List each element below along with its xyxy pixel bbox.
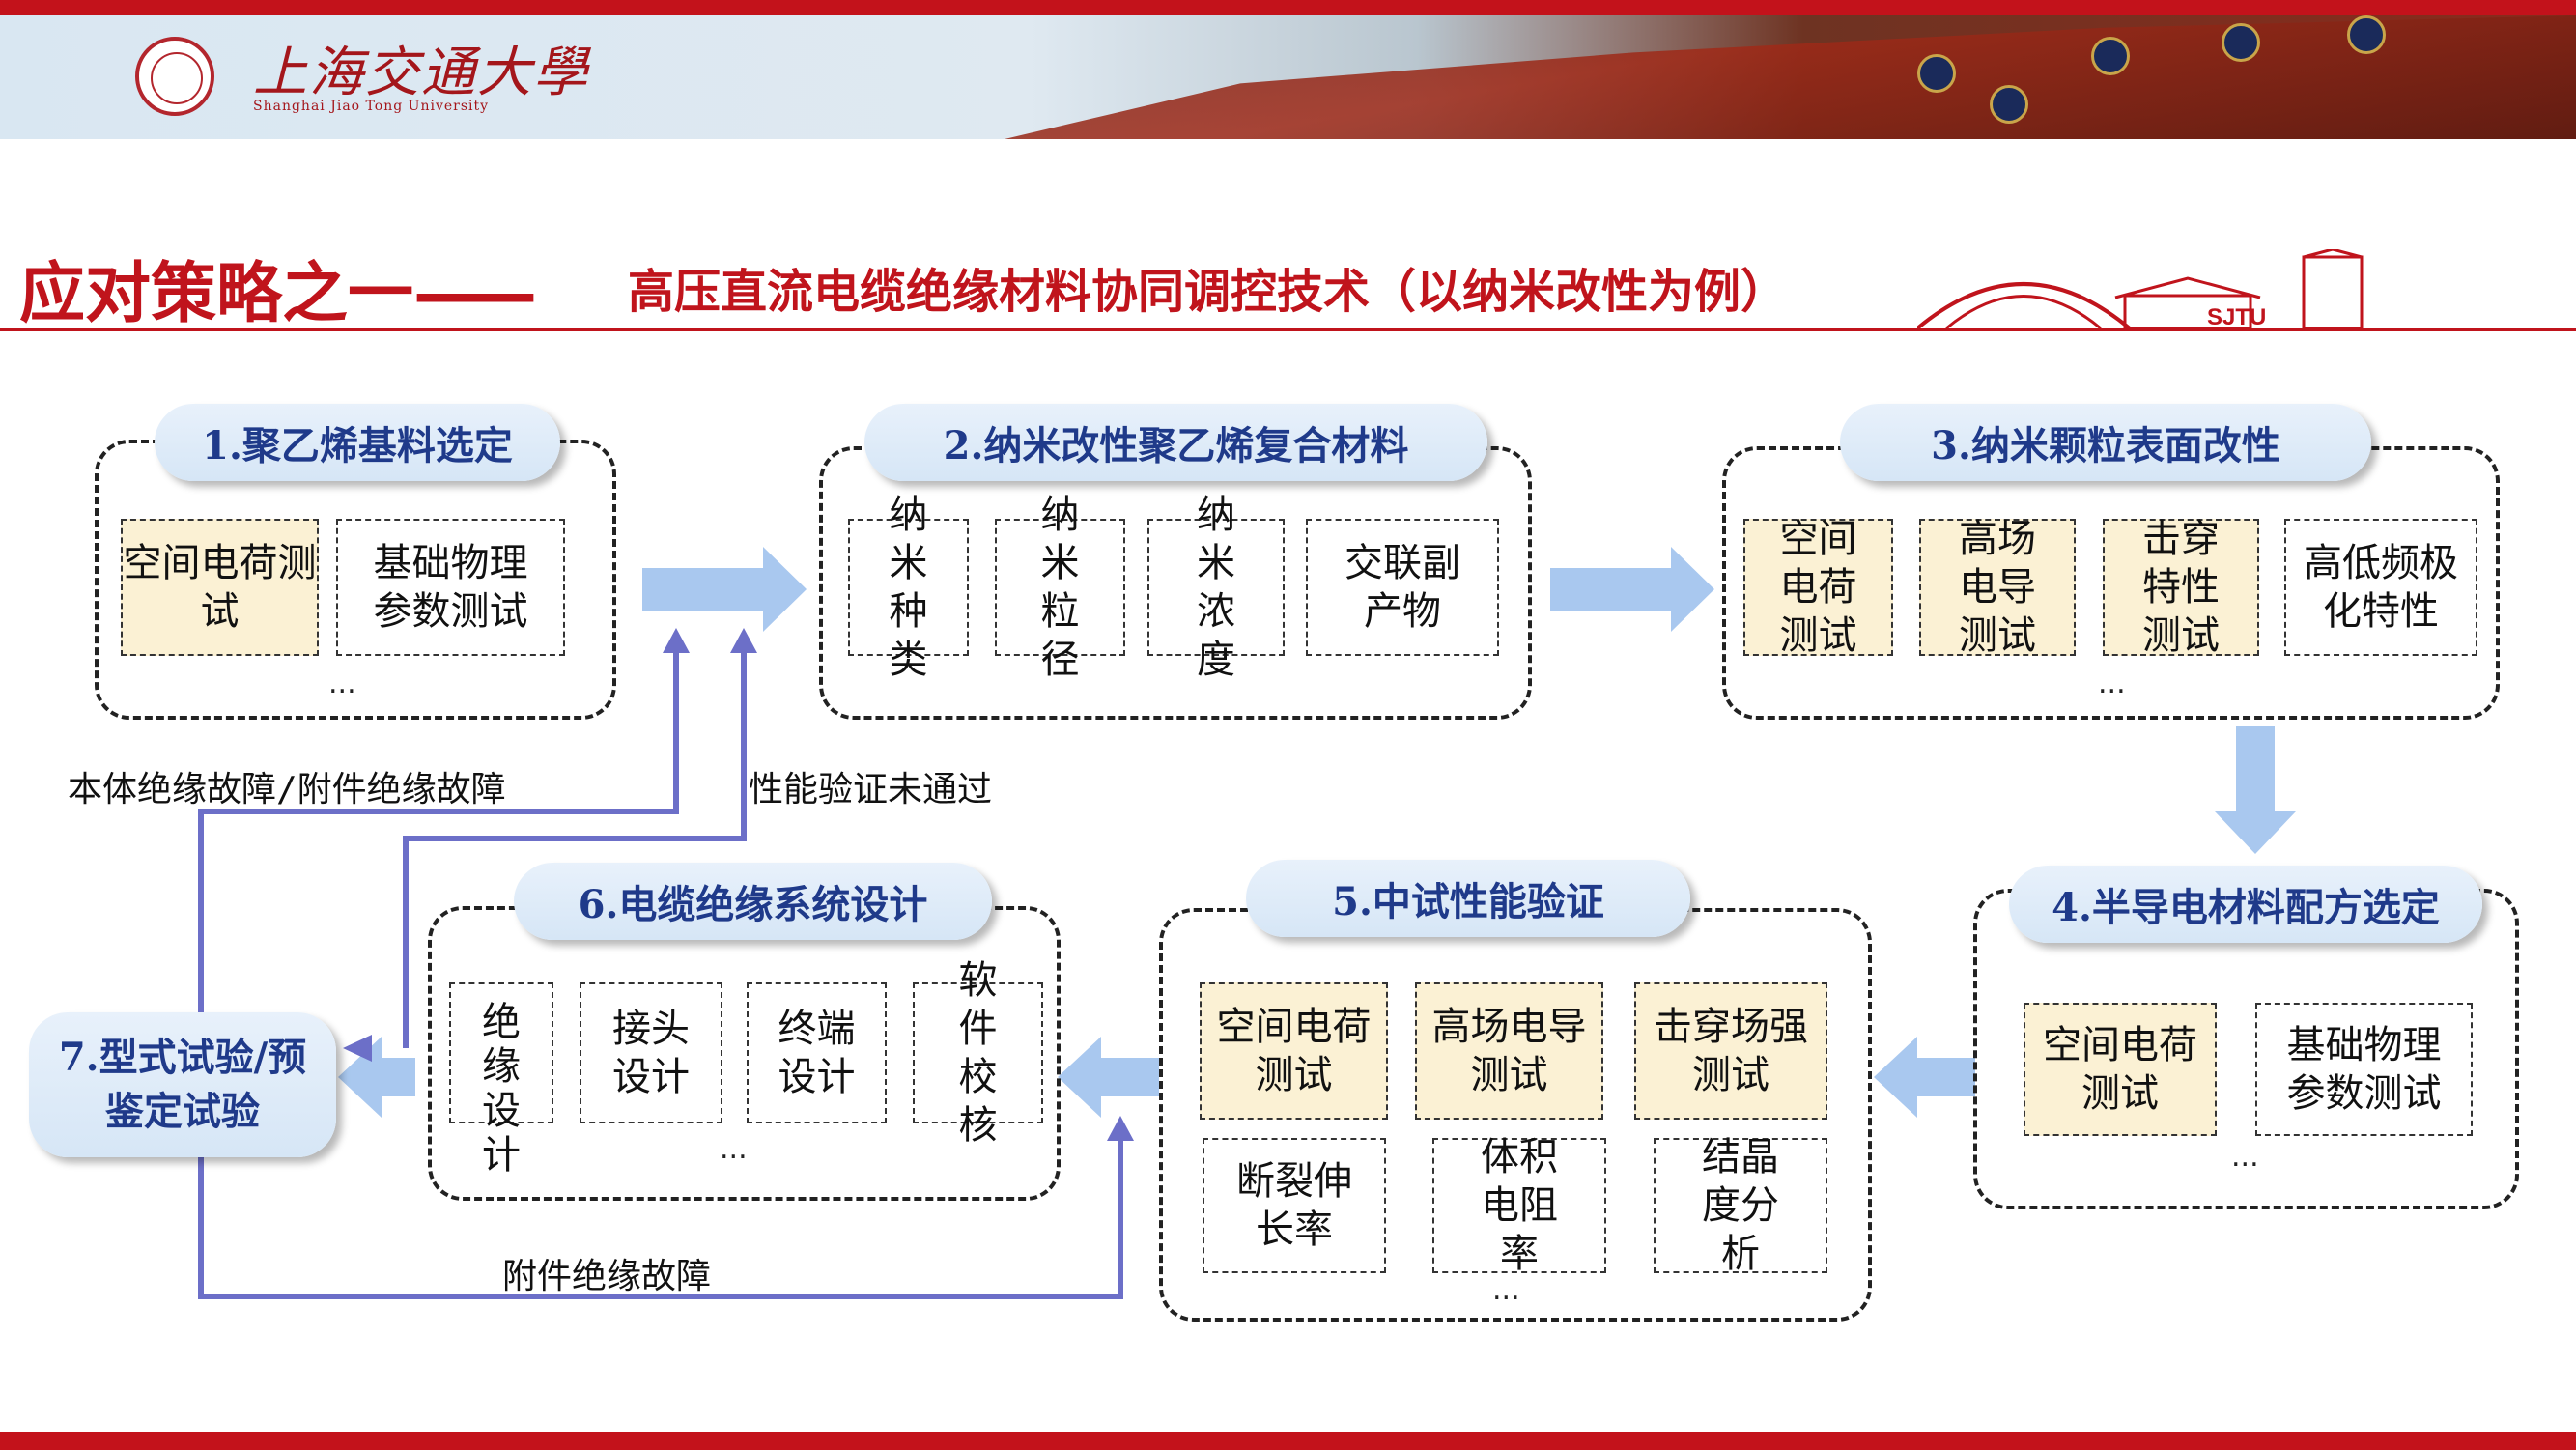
step-6-more: ...	[720, 1132, 748, 1166]
step-2-item: 纳米浓度	[1147, 493, 1285, 682]
step-5-title: 5.中试性能验证	[1246, 860, 1690, 937]
step-4-item: 基础物理参数测试	[2255, 1003, 2473, 1136]
feedback-label-body-fault: 本体绝缘故障/附件绝缘故障	[68, 770, 506, 810]
step-1-more: ...	[328, 667, 356, 700]
step-5-item: 体积电阻率	[1432, 1135, 1606, 1276]
flow-arrow-4-5	[1874, 1037, 1975, 1118]
feedback-label-perf-fail: 性能验证未通过	[749, 770, 993, 810]
feedback-arrowhead-4	[1107, 1116, 1134, 1141]
step-4-title: 4.半导电材料配方选定	[2009, 866, 2482, 943]
step-1-item: 空间电荷测试	[121, 519, 319, 656]
title-underline	[0, 328, 2576, 331]
step-1-item: 基础物理参数测试	[336, 519, 565, 656]
flow-arrow-5-6	[1058, 1037, 1159, 1118]
university-name-cn: 上海交通大學	[253, 42, 589, 104]
step-5-item: 断裂伸长率	[1203, 1138, 1386, 1273]
step-5-item: 高场电导测试	[1415, 982, 1603, 1120]
slide-title-main: 应对策略之一——	[19, 240, 537, 335]
feedback-accessory-fault-line	[198, 1130, 1123, 1299]
header-banner	[0, 15, 2576, 139]
step-6-item: 软件校核	[913, 958, 1043, 1148]
sjtu-gate-logo: SJTU	[1917, 249, 2364, 330]
flow-arrow-1-2	[642, 547, 807, 632]
step-2-item: 纳米种类	[848, 493, 969, 682]
step-2-item: 纳米粒径	[995, 493, 1125, 682]
title-dash: ——	[413, 256, 537, 332]
top-red-bar	[0, 0, 2576, 15]
feedback-perf-fail-line	[403, 642, 747, 1048]
step-5-item: 击穿场强测试	[1634, 982, 1827, 1120]
flow-arrow-3-4	[2215, 726, 2296, 854]
feedback-arrowhead-1	[663, 628, 690, 653]
step-2-item: 交联副产物	[1306, 519, 1499, 656]
roof-ornament	[1990, 85, 2028, 124]
step-3-item: 高低频极化特性	[2284, 519, 2477, 656]
roof-ornament	[1917, 54, 1956, 93]
roof-ornament	[2091, 37, 2130, 75]
step-6-item: 终端设计	[747, 982, 887, 1123]
step-6-item: 接头设计	[580, 982, 722, 1123]
slide-title-sub: 高压直流电缆绝缘材料协同调控技术（以纳米改性为例）	[628, 265, 1788, 319]
university-seal-logo	[135, 37, 214, 116]
roof-ornament	[2347, 15, 2386, 54]
step-3-item: 空间电荷测试	[1743, 517, 1893, 658]
step-4-more: ...	[2231, 1140, 2259, 1174]
title-main-text: 应对策略之一	[19, 256, 414, 332]
step-4-item: 空间电荷测试	[2024, 1003, 2217, 1136]
university-name-en: Shanghai Jiao Tong University	[253, 99, 490, 114]
step-3-item: 击穿特性测试	[2103, 517, 2259, 658]
roof-ornament	[2222, 23, 2260, 62]
feedback-arrowhead-2	[730, 628, 757, 653]
step-2-title: 2.纳米改性聚乙烯复合材料	[864, 404, 1487, 481]
step-7-title: 7.型式试验/预鉴定试验	[29, 1012, 336, 1157]
step-5-item: 空间电荷测试	[1200, 982, 1388, 1120]
flow-arrow-2-3	[1550, 547, 1714, 632]
sjtu-label: SJTU	[2207, 304, 2266, 330]
step-3-item: 高场电导测试	[1919, 517, 2076, 658]
feedback-label-accessory-fault: 附件绝缘故障	[502, 1257, 712, 1296]
step-6-item: 绝缘设计	[449, 982, 553, 1178]
feedback-arrowhead-3	[343, 1035, 372, 1062]
flow-arrow-6-7	[338, 1037, 415, 1118]
step-3-title: 3.纳米颗粒表面改性	[1840, 404, 2371, 481]
step-3-more: ...	[2098, 667, 2126, 700]
feedback-body-fault-line	[198, 642, 679, 1036]
step-1-title: 1.聚乙烯基料选定	[155, 404, 560, 481]
step-5-item: 结晶度分析	[1654, 1135, 1827, 1276]
step-6-title: 6.电缆绝缘系统设计	[514, 863, 992, 940]
bottom-red-bar	[0, 1432, 2576, 1450]
step-5-more: ...	[1492, 1273, 1520, 1307]
